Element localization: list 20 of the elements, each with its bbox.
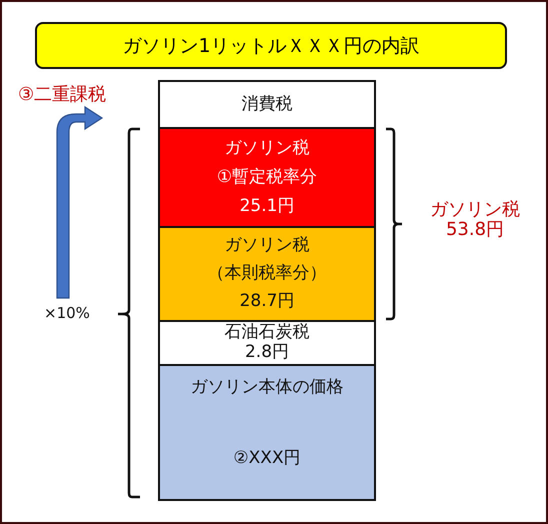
tax-box [158, 226, 376, 322]
box-text: ①暫定税率分 [216, 168, 318, 188]
box-text: 25.1円 [240, 196, 294, 216]
label: ガソリン税 53.8円 [429, 200, 521, 240]
tax-box [158, 320, 376, 366]
box-text: 28.7円 [240, 292, 294, 312]
box-text: ②XXX円 [233, 449, 301, 469]
box-text: 石油石炭税 [224, 323, 310, 343]
label: ×10% [44, 304, 91, 322]
box-text: ガソリン税 [224, 236, 310, 256]
tax-box [158, 80, 376, 129]
title-box: ガソリン1リットルＸＸＸ円の内訳 [35, 22, 507, 69]
label: ③二重課税 [18, 83, 108, 106]
box-text: 2.8円 [244, 343, 290, 363]
box-text: 消費税 [242, 94, 292, 114]
box-text: ガソリン税 [224, 138, 310, 158]
box-text: （本則税率分） [208, 264, 326, 284]
box-text: ガソリン本体の価格 [190, 378, 344, 398]
price-box [158, 364, 376, 501]
tax-box [158, 127, 376, 228]
